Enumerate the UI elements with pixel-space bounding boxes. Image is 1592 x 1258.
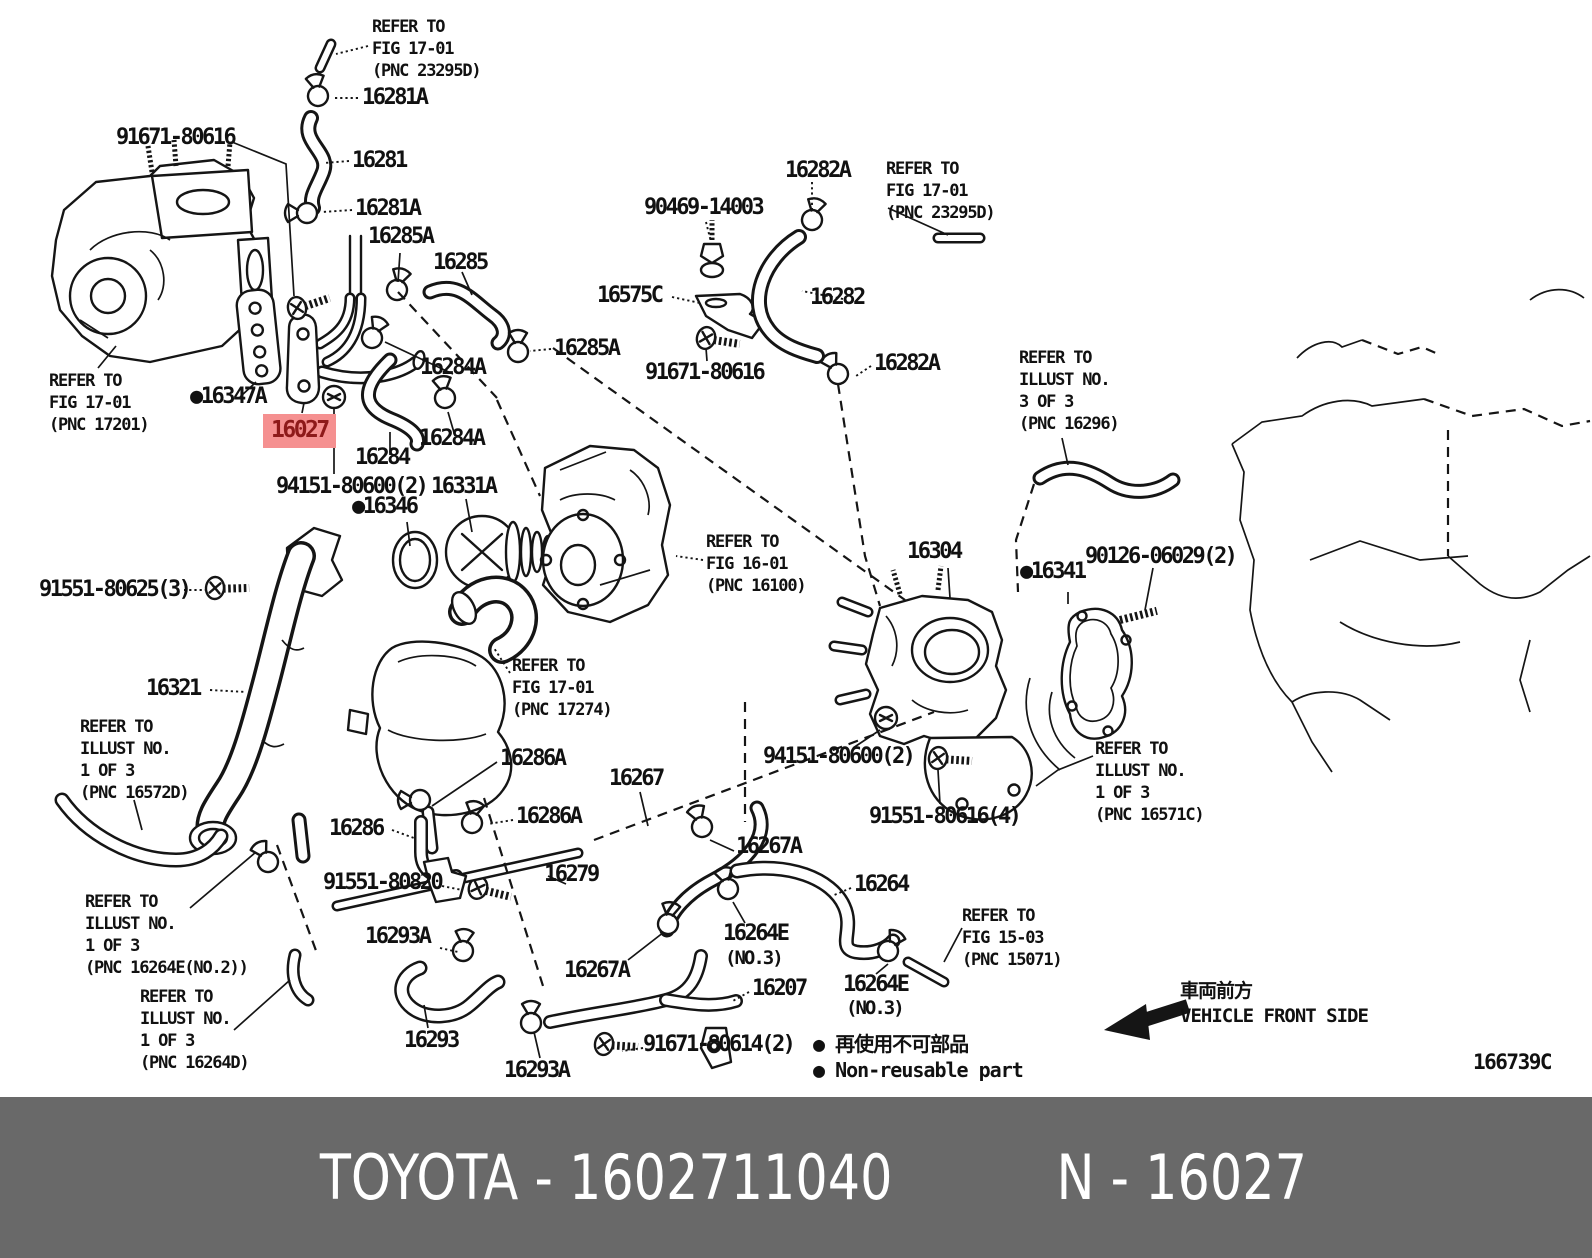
- part-number-sub-label: (NO.3): [725, 947, 784, 969]
- part-number-label: 16281A: [362, 85, 429, 110]
- part-number-label: 16284A: [420, 355, 487, 380]
- water-outlet-pipe-16321: [188, 526, 344, 864]
- lower-center-hoses: [543, 800, 950, 1070]
- part-number-label: 90126-06029(2): [1085, 544, 1238, 569]
- part-number-label: 16286A: [516, 804, 583, 829]
- gasket-16347A: [235, 288, 282, 386]
- reference-note: REFER TO ILLUST NO. 1 OF 3 (PNC 16264E(N…: [85, 892, 249, 979]
- part-number-label: 16293: [404, 1028, 460, 1053]
- reference-note: REFER TO ILLUST NO. 1 OF 3 (PNC 16264D): [140, 987, 250, 1074]
- diagram-artwork: [50, 38, 1591, 1070]
- reference-note: REFER TO FIG 17-01 (PNC 23295D): [886, 159, 996, 224]
- water-pump: [539, 444, 672, 624]
- part-number-label: 16282A: [874, 351, 941, 376]
- legend-item: ● 再使用不可部品: [813, 1032, 969, 1056]
- part-number-label: 16285A: [554, 336, 621, 361]
- part-number-label: 16281A: [355, 196, 422, 221]
- reference-note: REFER TO ILLUST NO. 1 OF 3 (PNC 16571C): [1095, 739, 1205, 826]
- reference-note: REFER TO FIG 17-01 (PNC 23295D): [372, 17, 482, 82]
- part-number-label: 91671-80614(2): [643, 1032, 796, 1057]
- part-number-label: 16264: [854, 872, 910, 897]
- vehicle-front-label: 車両前方: [1180, 980, 1253, 1002]
- part-number-label: 16267A: [736, 834, 803, 859]
- water-inlet-16304: [828, 565, 1157, 821]
- part-number-label: 91551-80820: [323, 870, 444, 895]
- part-number-label: 16207: [752, 976, 808, 1001]
- part-number-label: 94151-80600(2): [763, 744, 916, 769]
- reference-note: REFER TO FIG 17-01 (PNC 17201): [49, 371, 150, 436]
- part-number-label: 16286A: [500, 746, 567, 771]
- highlighted-part-number: 16027: [263, 414, 336, 448]
- part-number-label: 16282: [810, 285, 866, 310]
- hose-16296: [1032, 460, 1181, 499]
- part-number-label: 16321: [146, 676, 202, 701]
- legend-item: ● Non-reusable part: [813, 1058, 1024, 1082]
- part-number-label: 16267: [609, 766, 665, 791]
- part-number-label: 16575C: [597, 283, 664, 308]
- diagram-code: 166739C: [1473, 1050, 1553, 1074]
- hose-16285-16284-group: [357, 264, 530, 452]
- part-number-label: 16285A: [368, 224, 435, 249]
- part-number-label: ●16341: [1020, 559, 1087, 584]
- footer-bar: TOYOTA - 1602711040 N - 16027: [0, 1097, 1592, 1258]
- part-number-label: 16293A: [365, 924, 432, 949]
- hose-16282-group: [751, 194, 986, 389]
- part-number-label: 16282A: [785, 158, 852, 183]
- vehicle-front-label: VEHICLE FRONT SIDE: [1180, 1005, 1369, 1027]
- part-number-label: 91671-80616: [645, 360, 766, 385]
- part-number-label: 16284A: [419, 426, 486, 451]
- part-number-label: 16281: [352, 148, 408, 173]
- pipe-16279-group: [331, 847, 639, 1061]
- part-number-label: 16279: [544, 862, 600, 887]
- part-number-label: 91671-80616: [116, 125, 237, 150]
- reference-note: REFER TO FIG 15-03 (PNC 15071): [962, 906, 1063, 971]
- part-number-label: 16293A: [504, 1058, 571, 1083]
- part-number-label: 16285: [433, 250, 489, 275]
- part-number-label: ●16346: [352, 494, 419, 519]
- part-number-label: ●16347A: [190, 384, 268, 409]
- part-number-label: 91551-80625(3): [39, 577, 192, 602]
- part-number-label: 91551-80616(4): [869, 804, 1022, 829]
- reference-note: REFER TO ILLUST NO. 1 OF 3 (PNC 16572D): [80, 717, 190, 804]
- part-number-label: 16284: [355, 445, 411, 470]
- vehicle-front-arrow: [1104, 999, 1191, 1040]
- part-number-label: 16267A: [564, 958, 631, 983]
- reference-note: REFER TO FIG 16-01 (PNC 16100): [706, 532, 807, 597]
- construction-lines: [275, 291, 1036, 987]
- reference-note: REFER TO ILLUST NO. 3 OF 3 (PNC 16296): [1019, 348, 1120, 435]
- footer-part-number: N - 16027: [1056, 1141, 1308, 1214]
- part-number-sub-label: (NO.3): [846, 997, 905, 1019]
- leader-lines: [97, 45, 1154, 1059]
- part-number-label: 16264E: [723, 921, 790, 946]
- engine-outline: [1231, 288, 1591, 773]
- reference-note: REFER TO FIG 17-01 (PNC 17274): [512, 656, 613, 721]
- part-number-label: 94151-80600(2): [276, 474, 429, 499]
- part-number-label: 16264E: [843, 972, 910, 997]
- turbocharger-assembly: [50, 139, 274, 364]
- footer-catalog-number: TOYOTA - 1602711040: [319, 1141, 893, 1214]
- part-number-label: 16286: [329, 816, 385, 841]
- part-number-label: 90469-14003: [644, 195, 765, 220]
- lower-left-hoses: [54, 792, 315, 1007]
- water-inlet-elbow: [346, 575, 539, 855]
- part-number-label: 16331A: [431, 474, 498, 499]
- part-number-label: 16304: [907, 539, 963, 564]
- hose-16281-group: [283, 38, 337, 225]
